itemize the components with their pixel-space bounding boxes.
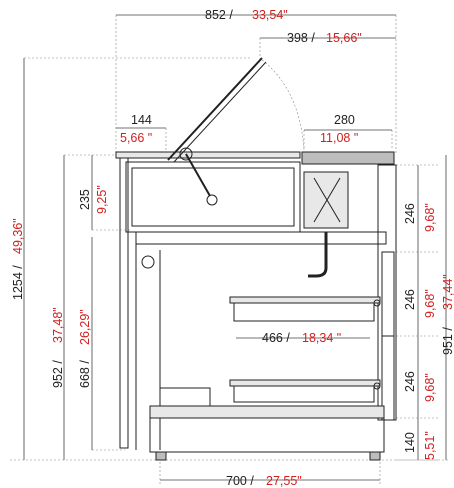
equipment-outline <box>115 57 397 461</box>
handle-offset-mm: 144 <box>131 113 152 127</box>
drawer-1-mm: 246 <box>403 203 417 224</box>
upper-height-inch: 9,25" <box>95 185 109 214</box>
overall-width-inch: 33,54" <box>252 8 288 22</box>
inner-height-inch: 26,29" <box>78 309 92 345</box>
drawer-3-mm: 246 <box>403 371 417 392</box>
lid-reach-mm: 398 / <box>287 31 315 45</box>
drawer-2-mm: 246 <box>403 289 417 310</box>
dimension-labels: 852 / 33,54" 398 / 15,66" 144 5,66 " 280… <box>11 8 454 488</box>
counter-depth-inch: 11,08 " <box>320 131 358 145</box>
shelf-depth-inch: 18,34 " <box>302 331 341 345</box>
base-width-mm: 700 / <box>226 474 254 488</box>
upper-height-mm: 235 <box>78 189 92 210</box>
plinth-mm: 140 <box>403 432 417 453</box>
cabinet-height-inch: 37,48" <box>51 307 65 343</box>
total-height-mm: 1254 / <box>11 265 25 300</box>
inner-height-mm: 668 / <box>78 360 92 388</box>
plinth-inch: 5,51" <box>423 431 437 460</box>
shelf-depth-mm: 466 / <box>262 331 290 345</box>
lid-reach-inch: 15,66" <box>326 31 362 45</box>
drawer-1-inch: 9,68" <box>423 203 437 232</box>
drawer-3-inch: 9,68" <box>423 373 437 402</box>
total-height-inch: 49,36" <box>11 218 25 254</box>
overall-width-mm: 852 / <box>205 8 233 22</box>
drawer-2-inch: 9,68" <box>423 289 437 318</box>
right-height-inch: 37,44" <box>441 274 454 310</box>
cabinet-height-mm: 952 / <box>51 360 65 388</box>
right-height-mm: 951 / <box>441 327 454 355</box>
handle-offset-inch: 5,66 " <box>120 131 152 145</box>
dimension-lines <box>10 14 450 484</box>
base-width-inch: 27,55" <box>266 474 302 488</box>
counter-depth-mm: 280 <box>334 113 355 127</box>
